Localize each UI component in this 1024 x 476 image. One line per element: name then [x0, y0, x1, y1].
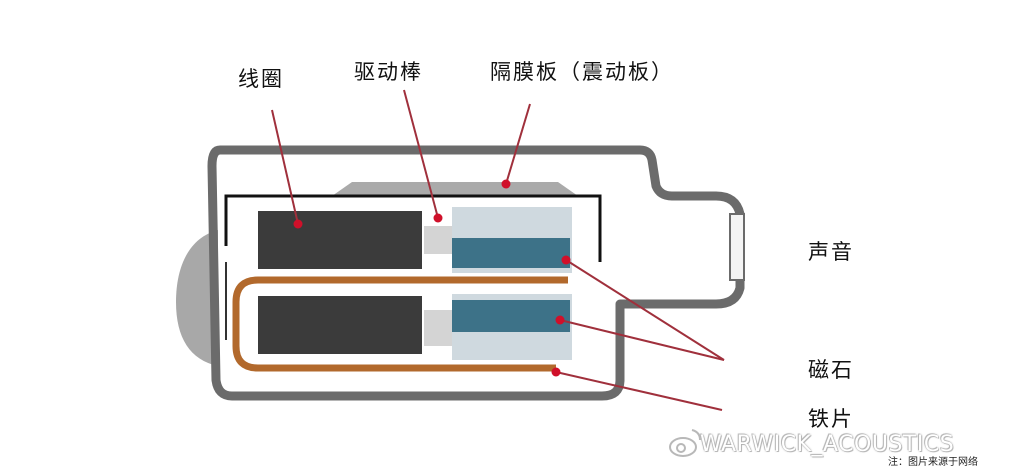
pointer-dot-diaphragm — [501, 179, 511, 189]
source-note: 注：图片来源于网络 — [888, 457, 978, 468]
leader-line-magnet-upper — [565, 259, 725, 361]
leader-line-iron-plate — [555, 371, 723, 411]
drive-rod-block-upper — [424, 226, 452, 254]
label-iron-plate: 铁片 — [808, 407, 854, 431]
magnet-lower — [452, 300, 570, 332]
housing-outer-shell — [207, 145, 745, 401]
coil-lower — [258, 296, 422, 354]
pointer-dot-coil — [293, 219, 303, 229]
label-diaphragm: 隔膜板（震动板） — [490, 60, 674, 84]
pointer-dot-drive-rod — [433, 213, 443, 223]
magnet-upper — [452, 238, 570, 268]
leader-line-magnet-lower — [559, 319, 725, 361]
armature-iron-plate — [232, 276, 568, 372]
coil-upper — [258, 211, 422, 269]
leader-line-coil — [271, 109, 299, 225]
label-drive-rod: 驱动棒 — [354, 60, 423, 84]
label-magnet: 磁石 — [808, 358, 854, 382]
label-coil: 线圈 — [238, 67, 284, 91]
label-sound: 声音 — [808, 240, 854, 264]
housing-back-bump — [176, 230, 218, 366]
leader-line-drive-rod — [403, 89, 439, 219]
pointer-dot-magnet-lower — [555, 315, 565, 325]
pointer-dot-iron-plate — [551, 367, 561, 377]
leader-line-diaphragm — [505, 103, 531, 185]
diaphragm-plate — [332, 182, 578, 196]
inner-frame-line — [224, 194, 602, 262]
weibo-logo-icon — [669, 429, 701, 457]
drive-rod-block-lower — [424, 310, 452, 346]
sound-port — [729, 213, 745, 281]
watermark-text: WARWICK_ACOUSTICS — [700, 432, 955, 457]
pointer-dot-magnet-upper — [561, 255, 571, 265]
